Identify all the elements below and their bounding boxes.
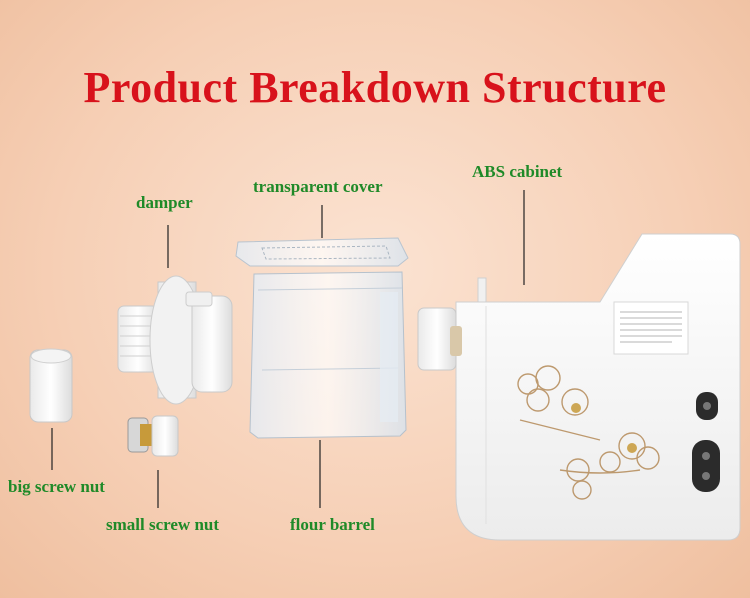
page-title: Product Breakdown Structure	[83, 63, 667, 112]
label-damper: damper	[136, 193, 193, 212]
label-abs-cabinet: ABS cabinet	[472, 162, 563, 181]
damper-part	[117, 275, 233, 405]
abs-cabinet-part	[417, 233, 741, 541]
label-big-screw-nut: big screw nut	[8, 477, 105, 496]
flour-barrel-part	[249, 271, 407, 439]
label-flour-barrel: flour barrel	[290, 515, 375, 534]
small-screw-nut-part	[127, 415, 179, 457]
label-small-screw-nut: small screw nut	[106, 515, 220, 534]
transparent-cover-part	[235, 237, 409, 267]
label-transparent-cover: transparent cover	[253, 177, 383, 196]
big-screw-nut-part	[29, 348, 73, 423]
